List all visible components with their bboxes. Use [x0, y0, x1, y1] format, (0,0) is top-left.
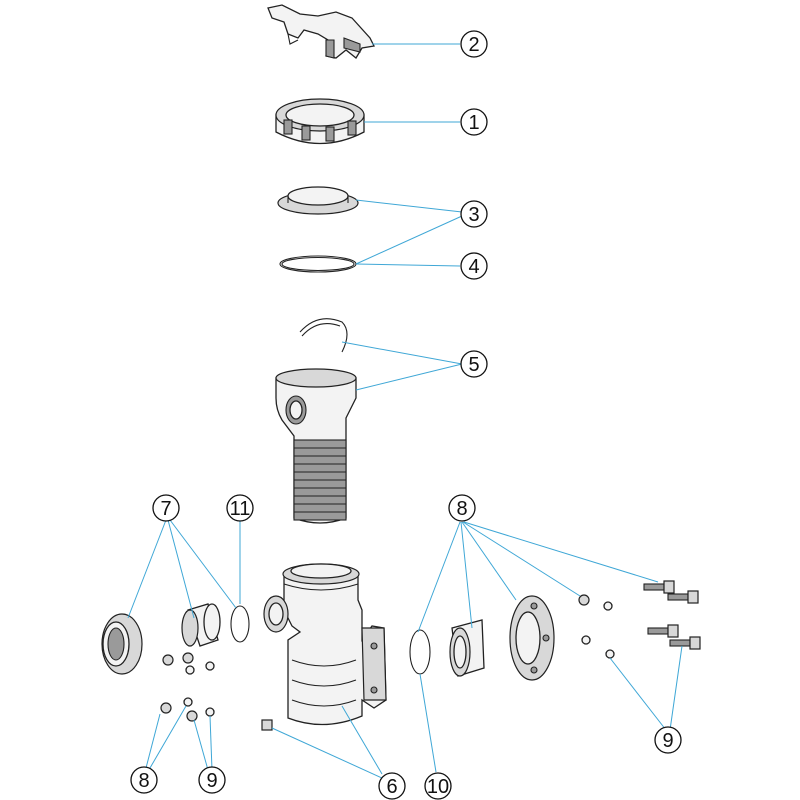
callout-5-label: 5 — [468, 354, 479, 376]
callout-11: 11 — [226, 494, 254, 522]
callout-8-left-label: 8 — [138, 770, 149, 792]
callout-2-label: 2 — [468, 34, 479, 56]
part-3-lid — [277, 186, 359, 215]
callout-9-left: 9 — [198, 766, 226, 794]
callout-1-label: 1 — [468, 112, 479, 134]
callout-7-label: 7 — [160, 498, 171, 520]
part-2-lid-clamp — [267, 4, 375, 59]
part-7-union-nut — [101, 613, 143, 675]
bolt — [643, 580, 675, 594]
callout-8-left: 8 — [130, 766, 158, 794]
part-1-locking-ring — [275, 98, 365, 145]
part-8-flange-tail — [449, 619, 485, 677]
callout-5: 5 — [460, 350, 488, 378]
part-8-flange — [509, 595, 555, 681]
part-10-o-ring — [409, 629, 431, 675]
callout-10-label: 10 — [427, 776, 449, 798]
bolt — [667, 590, 699, 604]
callout-6-label: 6 — [386, 776, 397, 798]
part-11-o-ring — [230, 605, 250, 643]
callout-7: 7 — [152, 494, 180, 522]
callout-9-right: 9 — [654, 726, 682, 754]
basket-mesh — [293, 439, 347, 521]
callout-4-label: 4 — [468, 256, 479, 278]
callout-3-label: 3 — [468, 204, 479, 226]
bolt — [647, 624, 679, 638]
drain-plug — [261, 719, 273, 731]
callout-1: 1 — [460, 108, 488, 136]
part-4-o-ring — [279, 255, 357, 273]
right-bolts-washers — [578, 580, 701, 659]
bolt — [669, 636, 701, 650]
callout-8-right-label: 8 — [456, 498, 467, 520]
part-7-tail-piece — [181, 603, 221, 647]
callout-2: 2 — [460, 30, 488, 58]
left-nuts-washers — [160, 652, 215, 722]
callout-6: 6 — [378, 772, 406, 800]
callout-9-left-label: 9 — [206, 770, 217, 792]
callout-11-label: 11 — [230, 498, 251, 520]
callout-8-right: 8 — [448, 494, 476, 522]
callout-3: 3 — [460, 200, 488, 228]
part-6-prefilter-housing — [261, 563, 387, 731]
callout-9-right-label: 9 — [662, 730, 673, 752]
leader-lines — [127, 43, 683, 779]
callout-10: 10 — [424, 772, 452, 800]
callout-4: 4 — [460, 252, 488, 280]
part-5-strainer-basket — [275, 318, 357, 524]
